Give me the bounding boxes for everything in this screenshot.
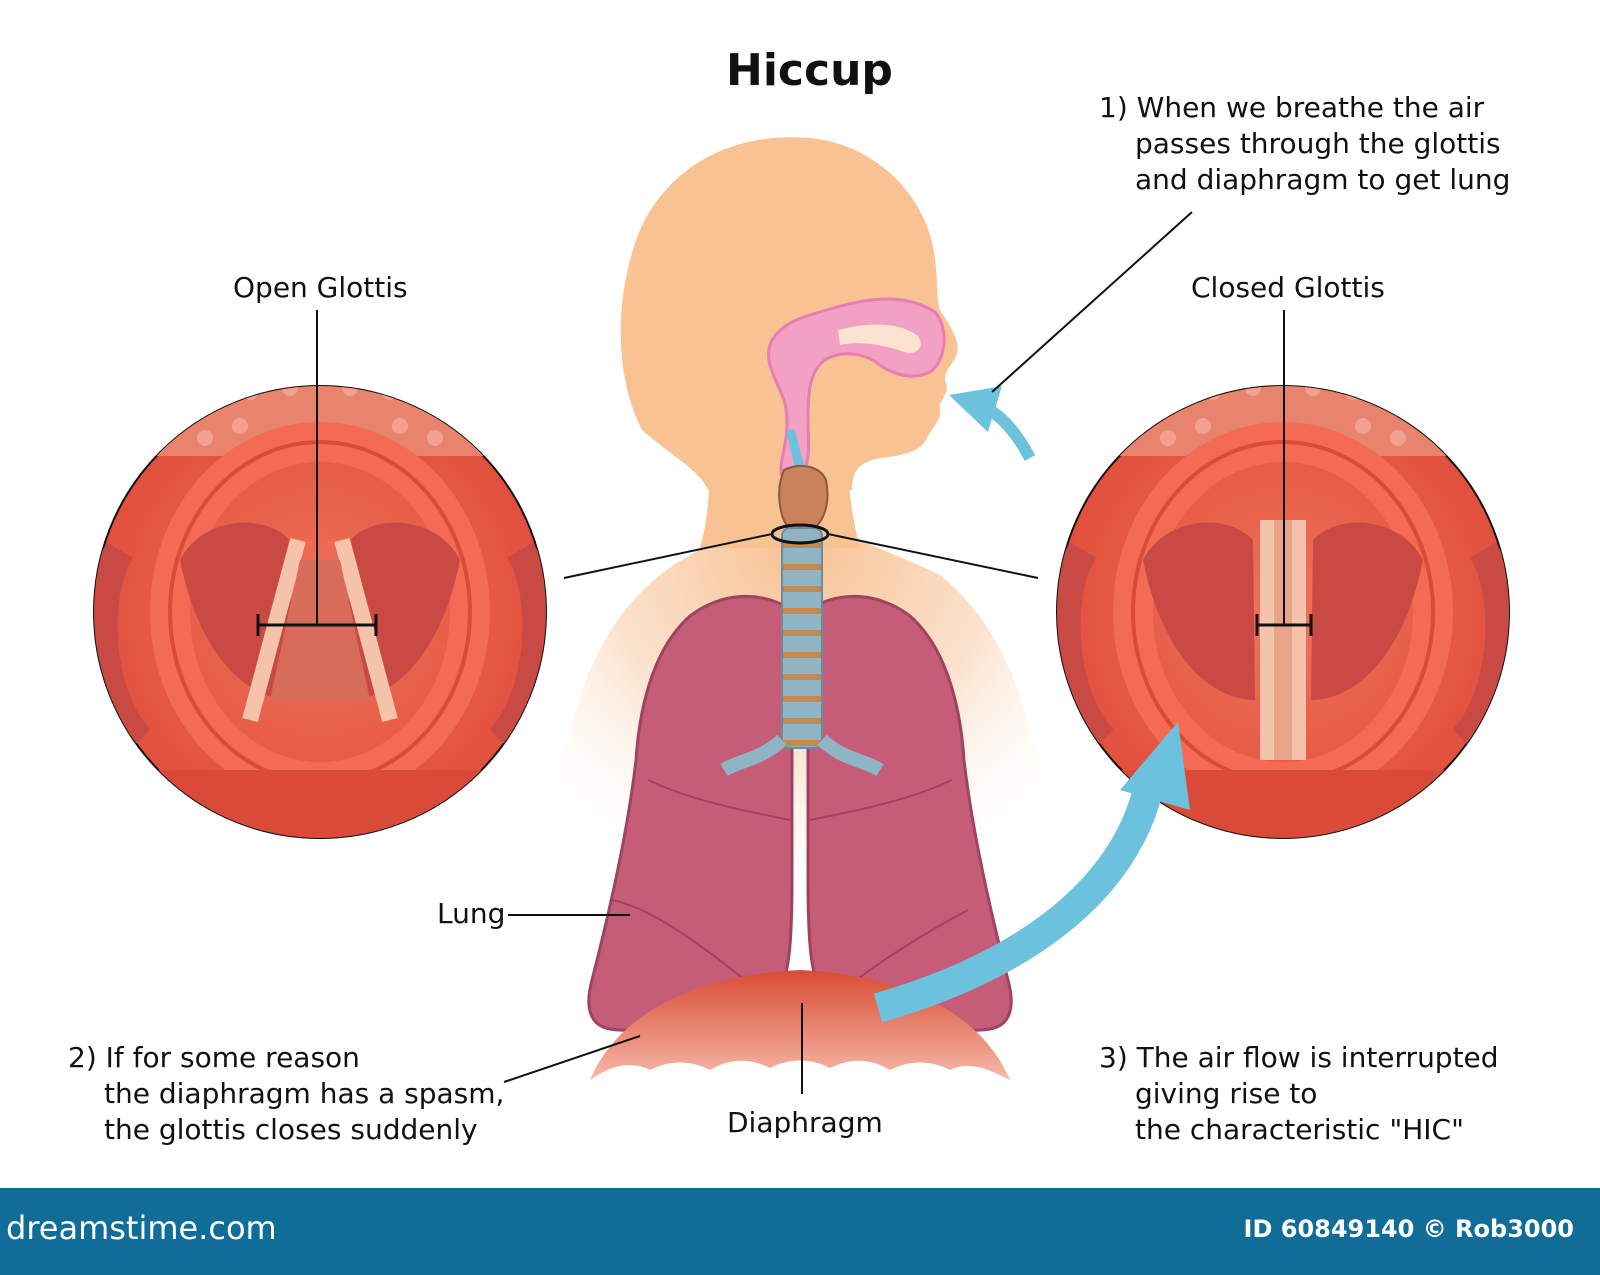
- step-2-text: 2) If for some reason the diaphragm has …: [68, 1040, 504, 1148]
- step-1-line-3: and diaphragm to get lung: [1135, 163, 1511, 196]
- step-3-line-1: 3) The air flow is interrupted: [1099, 1041, 1499, 1074]
- label-open-glottis: Open Glottis: [233, 271, 408, 304]
- larynx: [778, 464, 829, 535]
- step-1-line-2: passes through the glottis: [1135, 127, 1501, 160]
- diagram-title: Hiccup: [726, 45, 893, 96]
- lungs: [587, 594, 1013, 1033]
- label-diaphragm: Diaphragm: [727, 1106, 883, 1139]
- step2-leader-line: [503, 1035, 641, 1083]
- step-2-line-1: 2) If for some reason: [68, 1041, 360, 1074]
- head-profile: [620, 137, 958, 490]
- connector-line-closed: [827, 533, 1039, 579]
- connector-line-open: [563, 533, 773, 579]
- step1-leader-line: [991, 211, 1193, 393]
- step-3-line-2: giving rise to: [1135, 1077, 1318, 1110]
- closed-glottis-view: [1056, 310, 1510, 839]
- inhale-arrow: [949, 386, 1036, 461]
- step-3-text: 3) The air flow is interrupted giving ri…: [1099, 1040, 1499, 1148]
- label-closed-glottis: Closed Glottis: [1191, 271, 1385, 304]
- hic-airflow-arrow: [873, 722, 1190, 1023]
- step-3-line-3: the characteristic "HIC": [1135, 1113, 1464, 1146]
- footer-bar: dreamstime.com ID 60849140 © Rob3000: [0, 1188, 1600, 1275]
- open-glottis-view: [93, 310, 547, 839]
- trachea: [720, 527, 884, 777]
- label-lung: Lung: [437, 897, 506, 930]
- step-2-line-3: the glottis closes suddenly: [104, 1113, 478, 1146]
- footer-credit: ID 60849140 © Rob3000: [1243, 1215, 1574, 1243]
- step-1-text: 1) When we breathe the air passes throug…: [1099, 90, 1510, 198]
- illustration: [93, 137, 1510, 1094]
- step-2-line-2: the diaphragm has a spasm,: [104, 1077, 505, 1110]
- step-1-line-1: 1) When we breathe the air: [1099, 91, 1485, 124]
- footer-brand: dreamstime.com: [6, 1209, 277, 1247]
